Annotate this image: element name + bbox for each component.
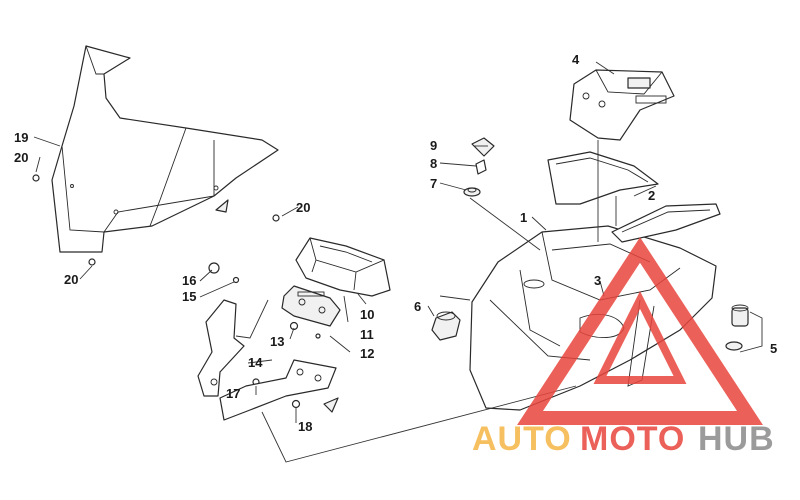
callout-20-right: 20 [296,200,310,215]
leader-lines [33,61,763,463]
glove-box-lid-part [569,69,675,141]
automotohub-watermark: AUTO MOTO HUB [472,237,775,458]
callout-20-left: 20 [14,150,28,165]
callout-14: 14 [248,355,263,370]
callout-3: 3 [594,273,601,288]
callout-12: 12 [360,346,374,361]
callout-18: 18 [298,419,312,434]
callout-7: 7 [430,176,437,191]
watermark-auto: AUTO [472,420,572,458]
socket-part [725,304,749,351]
watermark-triangle [517,237,763,425]
trim-panel-part [547,151,721,243]
cluster-bracket-part [281,285,341,327]
callout-6: 6 [414,299,421,314]
callout-20-bottom: 20 [64,272,78,287]
callout-4: 4 [572,52,580,67]
callout-5: 5 [770,341,777,356]
callout-11: 11 [360,327,374,342]
watermark-moto: MOTO [580,420,685,458]
callout-16: 16 [182,273,196,288]
callout-2: 2 [648,188,655,203]
mount-bracket-part [197,299,337,421]
callout-19: 19 [14,130,28,145]
watermark-hub: HUB [698,420,775,458]
switch-part [431,311,461,341]
instrument-cluster-part [295,237,391,297]
windscreen-part [51,45,279,253]
callout-17: 17 [226,386,240,401]
callout-labels: 19 20 20 20 4 2 1 9 8 7 3 6 5 10 11 12 1… [14,52,777,434]
callout-13: 13 [270,334,284,349]
callout-10: 10 [360,307,374,322]
callout-1: 1 [520,210,527,225]
callout-8: 8 [430,156,437,171]
callout-15: 15 [182,289,196,304]
callout-9: 9 [430,138,437,153]
ignition-switch-parts [463,137,495,197]
